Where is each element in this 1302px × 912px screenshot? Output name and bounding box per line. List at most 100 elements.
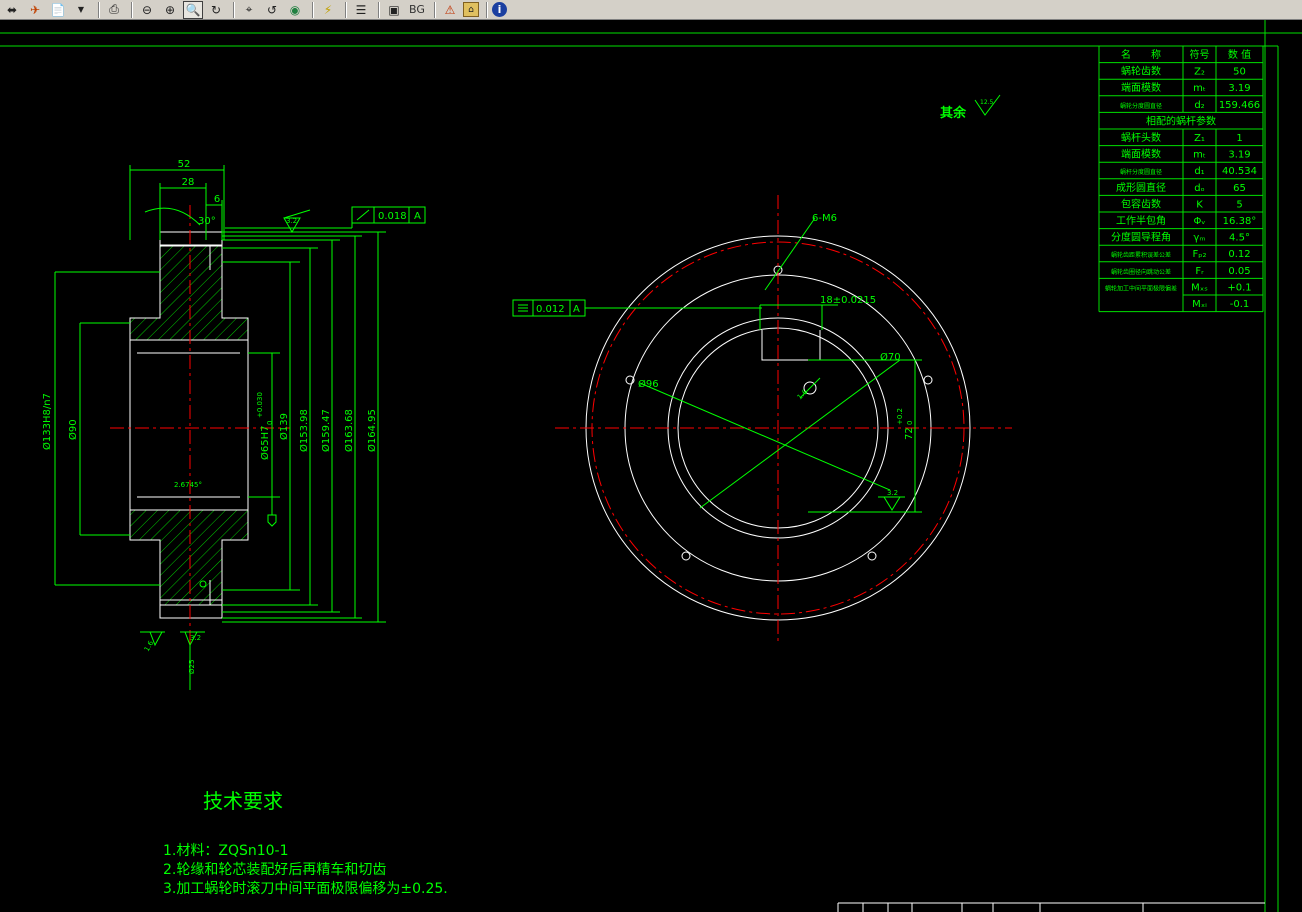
holes-callout: 6-M6 <box>812 213 837 224</box>
param-value: 4.5° <box>1229 233 1250 244</box>
zoom-in-icon[interactable]: ⊕ <box>164 2 176 17</box>
zoom-out-icon[interactable]: ⊖ <box>141 2 153 17</box>
param-symbol: K <box>1196 199 1203 210</box>
table-header: 名 称 <box>1121 48 1161 61</box>
notes-title: 技术要求 <box>203 789 283 813</box>
param-name: 分度圆导程角 <box>1111 231 1171 244</box>
param-name: 蜗杆头数 <box>1121 131 1161 144</box>
table-header: 符号 <box>1190 48 1210 61</box>
background-button[interactable]: BG <box>409 3 425 16</box>
param-value: 0.05 <box>1228 266 1250 277</box>
param-value: 40.534 <box>1222 166 1257 177</box>
remark-label: 其余 <box>940 105 967 121</box>
frame-icon[interactable]: ▣ <box>388 2 400 17</box>
param-name: 包容齿数 <box>1121 197 1161 210</box>
toolbar: ⬌ ✈ 📄 ▼ ⎙ ⊖ ⊕ 🔍 ↻ ⌖ ↺ ◉ ⚡ ☰ ▣ BG ⚠ ⌂ i <box>0 0 1302 20</box>
param-symbol: d₁ <box>1194 166 1204 177</box>
toolbar-separator <box>131 1 133 18</box>
param-name: 端面模数 <box>1121 148 1161 161</box>
dim-dia-163: Ø163.68 <box>343 409 355 452</box>
dim-key-depth-tol: +0.2 <box>896 408 904 425</box>
layers-icon[interactable]: ☰ <box>355 2 367 17</box>
datum-a-label: A <box>414 211 421 222</box>
hatch-area <box>129 231 249 619</box>
home-icon[interactable]: ⌂ <box>463 2 479 17</box>
dropdown-arrow-icon[interactable]: ▼ <box>77 5 85 14</box>
param-symbol: Mₓᵢ <box>1192 299 1207 310</box>
dim-key-depth: 72 <box>904 427 915 440</box>
param-symbol: d₂ <box>1194 100 1204 111</box>
zoom-window-icon[interactable]: 🔍 <box>183 0 203 19</box>
param-value: 3.19 <box>1228 83 1250 94</box>
param-name: 蜗轮分度圆直径 <box>1120 102 1162 110</box>
technical-notes: 技术要求 1.材料：ZQSn10-1 2.轮缘和轮芯装配好后再精车和切齿 3.加… <box>163 789 448 897</box>
drawing-border <box>0 20 1302 912</box>
notes-line: 2.轮缘和轮芯装配好后再精车和切齿 <box>163 861 386 878</box>
lightning-icon[interactable]: ⚡ <box>323 2 333 17</box>
param-name: 成形圆直径 <box>1116 181 1166 194</box>
param-symbol: mₜ <box>1193 83 1206 94</box>
dim-dia-70: Ø70 <box>880 351 901 363</box>
param-value: 1 <box>1236 133 1242 144</box>
dim-dia-25: Ø25 <box>188 660 196 674</box>
notes-line: 3.加工蜗轮时滚刀中间平面极限偏移为±0.25. <box>163 880 448 897</box>
arrow-icon[interactable]: ⬌ <box>6 2 18 17</box>
section-view: 52 28 6 30° 3.2 0.018 A Ø133H8/n7 Ø90 Ø6… <box>41 159 426 690</box>
runout-tolerance: 0.018 <box>378 211 407 222</box>
param-name: 蜗轮齿数 <box>1121 65 1161 78</box>
toolbar-separator <box>486 1 488 18</box>
info-icon[interactable]: i <box>492 2 507 17</box>
param-value: 5 <box>1236 199 1242 210</box>
toolbar-separator <box>233 1 235 18</box>
dim-dia-133: Ø133H8/n7 <box>41 393 53 450</box>
dim-dia-96: Ø96 <box>638 378 659 390</box>
param-name: 工作半包角 <box>1116 214 1166 227</box>
chamfer-angle: 2.6745° <box>174 481 202 489</box>
param-symbol: Fᵣ <box>1195 266 1204 277</box>
param-name: 蜗轮加工中间平面极限偏差 <box>1105 284 1177 292</box>
dim-width-52: 52 <box>178 159 191 170</box>
cad-drawing-canvas[interactable]: 52 28 6 30° 3.2 0.018 A Ø133H8/n7 Ø90 Ø6… <box>0 20 1302 912</box>
roughness-label: 3.2 <box>190 634 201 642</box>
toolbar-separator <box>98 1 100 18</box>
param-value: 65 <box>1233 183 1246 194</box>
param-name: 蜗杆分度圆直径 <box>1120 168 1162 176</box>
copy-icon[interactable]: 📄 <box>50 2 66 17</box>
dim-dia-65: Ø65H7 <box>259 426 271 460</box>
dim-key-width: 18±0.0215 <box>820 295 876 306</box>
param-value: 16.38° <box>1223 216 1257 227</box>
param-value: +0.1 <box>1227 282 1251 293</box>
zoom-realtime-icon[interactable]: ↻ <box>210 2 222 17</box>
param-symbol: Fₚ₂ <box>1192 249 1206 260</box>
dim-key-depth-tol2: 0 <box>906 421 914 425</box>
dim-dia-65-tol: +0.030 <box>256 392 264 418</box>
table-header: 数 值 <box>1228 48 1251 61</box>
print-icon[interactable]: ⎙ <box>109 2 119 16</box>
toolbar-separator <box>345 1 347 18</box>
symmetry-tolerance: 0.012 <box>536 304 565 315</box>
param-symbol: dₒ <box>1194 183 1204 194</box>
view-icon[interactable]: ◉ <box>289 2 301 17</box>
warning-icon[interactable]: ⚠ <box>444 2 456 17</box>
param-symbol: Φᵥ <box>1193 216 1205 227</box>
toolbar-separator <box>312 1 314 18</box>
param-symbol: mₜ <box>1193 150 1206 161</box>
zoom-extents-icon[interactable]: ⌖ <box>245 2 253 16</box>
param-symbol: Z₂ <box>1194 67 1205 78</box>
param-value: -0.1 <box>1230 299 1250 310</box>
remark-roughness: 12.5 <box>980 99 994 106</box>
dim-dia-139: Ø139 <box>278 413 290 440</box>
param-value: 0.12 <box>1228 249 1250 260</box>
toolbar-separator <box>434 1 436 18</box>
zoom-previous-icon[interactable]: ↺ <box>266 2 278 17</box>
param-name: 蜗轮齿距累积误差公差 <box>1111 251 1171 259</box>
param-symbol: Z₁ <box>1194 133 1205 144</box>
dim-width-6: 6 <box>214 194 220 205</box>
param-value: 159.466 <box>1219 100 1260 111</box>
pan-icon[interactable]: ✈ <box>29 2 41 17</box>
dim-width-28: 28 <box>182 177 195 188</box>
dim-dia-153: Ø153.98 <box>298 409 310 452</box>
roughness-label: 1.6 <box>796 387 810 401</box>
param-symbol: γₘ <box>1193 233 1205 244</box>
param-name: 蜗轮齿圈径向跳动公差 <box>1111 268 1171 276</box>
